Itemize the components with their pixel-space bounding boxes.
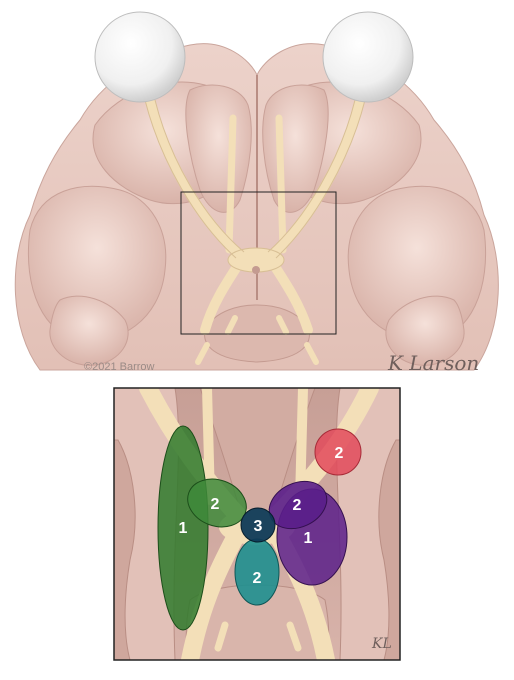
- right-medial-region-label: 2: [293, 497, 302, 514]
- right-olfactory-tract: [275, 114, 287, 254]
- copyright-credit: ©2021 Barrow: [84, 361, 155, 373]
- left-lateral-region-label: 1: [179, 520, 188, 537]
- highlighted-regions: 1 2 1 2 2: [157, 425, 362, 631]
- left-eyeball: [94, 11, 186, 103]
- left-medial-region-label: 2: [211, 496, 220, 513]
- optic-pathway: [145, 95, 365, 335]
- pituitary-stalk: [252, 266, 260, 274]
- inset-signature: KL: [371, 636, 392, 652]
- central-region: 3: [240, 507, 276, 543]
- inset-panel: 1 2 1 2 2: [113, 387, 401, 661]
- left-olfactory-tract: [225, 114, 237, 254]
- left-lateral-region: 1: [157, 425, 209, 631]
- central-region-label: 3: [254, 518, 263, 535]
- zoom-region-box: [180, 191, 337, 335]
- right-eyeball: [322, 11, 414, 103]
- artist-signature: K Larson: [387, 351, 479, 375]
- right-nerve-region: 2: [314, 428, 362, 476]
- brain-overview: ©2021 Barrow K Larson: [14, 11, 499, 375]
- inferior-central-region-label: 2: [253, 570, 262, 587]
- inset-frame: [113, 387, 401, 661]
- inferior-central-region: 2: [234, 538, 280, 606]
- right-lateral-region-label: 1: [304, 530, 313, 547]
- right-nerve-region-label: 2: [335, 445, 344, 462]
